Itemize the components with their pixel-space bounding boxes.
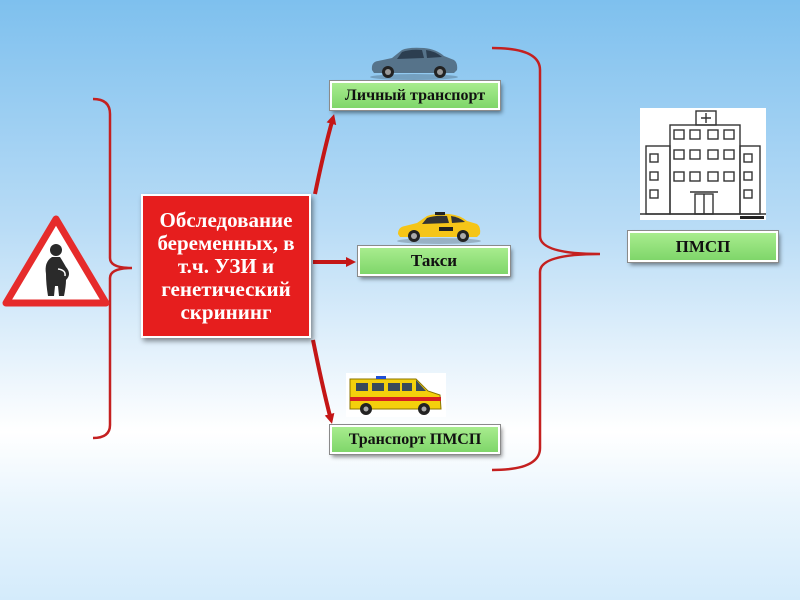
screening-text: Обследование беременных, в т.ч. УЗИ и ге…	[157, 207, 295, 324]
arrow-to-personal	[313, 114, 337, 195]
pmsp-label: ПМСП	[627, 230, 779, 263]
left-bracket	[92, 97, 133, 440]
taxi-icon	[397, 212, 481, 244]
ambulance-icon	[346, 373, 446, 417]
car-icon	[370, 47, 458, 80]
right-bracket	[491, 46, 601, 472]
taxi-label: Такси	[357, 245, 511, 277]
arrow-to-pmsp-transport	[311, 339, 335, 424]
personal-transport-label: Личный транспорт	[329, 80, 501, 111]
pregnant-woman-warning-icon	[2, 215, 110, 307]
screening-box: Обследование беременных, в т.ч. УЗИ и ге…	[141, 194, 311, 338]
hospital-building-icon	[640, 108, 766, 220]
pmsp-transport-label: Транспорт ПМСП	[329, 424, 501, 455]
